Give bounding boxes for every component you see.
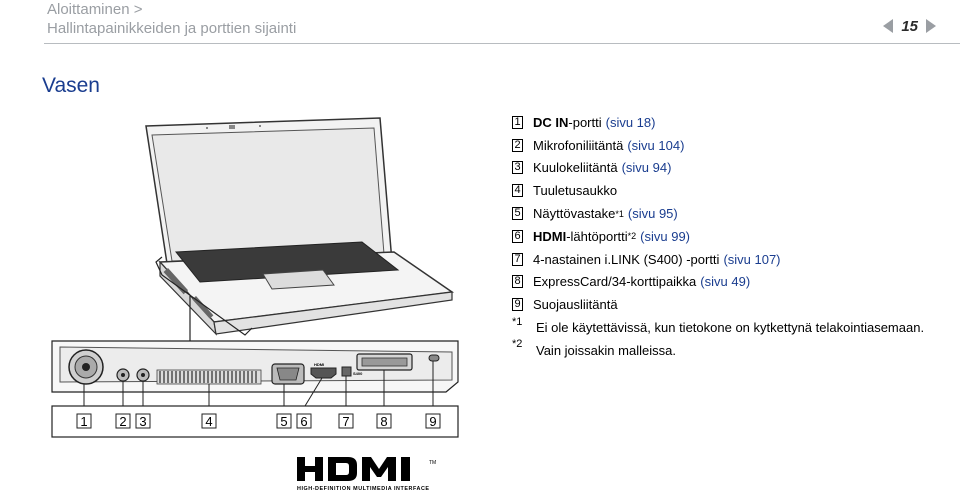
footnote-text: Ei ole käytettävissä, kun tietokone on k… bbox=[536, 320, 925, 336]
previous-page-icon[interactable] bbox=[883, 19, 894, 33]
item-number: 2 bbox=[512, 138, 523, 152]
callout-label: 9 bbox=[429, 414, 436, 429]
item-name: Mikrofoniliitäntä bbox=[533, 137, 624, 153]
port-list: 1 DC IN -portti (sivu 18) 2 Mikrofonilii… bbox=[512, 111, 952, 362]
item-name: Suojausliitäntä bbox=[533, 297, 618, 313]
item-name: ExpressCard/34-korttipaikka bbox=[533, 274, 697, 290]
item-number: 7 bbox=[512, 252, 523, 266]
trademark-mark: TM bbox=[429, 460, 436, 466]
highlight-bracket bbox=[155, 256, 253, 336]
page-navigation: 15 bbox=[883, 16, 936, 36]
footnote-mark: *1 bbox=[512, 315, 523, 328]
ilink-port-label: S400 bbox=[353, 371, 363, 376]
expresscard-slot-icon bbox=[356, 353, 413, 371]
list-item: 2 Mikrofoniliitäntä (sivu 104) bbox=[512, 134, 952, 157]
footnote-mark: *2 bbox=[512, 338, 523, 351]
page-link[interactable]: (sivu 94) bbox=[621, 160, 672, 176]
list-item: 4 Tuuletusaukko bbox=[512, 179, 952, 202]
page-link[interactable]: (sivu 18) bbox=[605, 114, 656, 130]
callout-labels: 1 2 3 4 5 6 7 8 9 bbox=[76, 413, 441, 429]
item-name: Kuulokeliitäntä bbox=[533, 160, 618, 176]
list-item: 5 Näyttövastake*1 (sivu 95) bbox=[512, 202, 952, 225]
security-slot-icon bbox=[428, 354, 440, 362]
item-name: HDMI bbox=[533, 228, 567, 244]
hdmi-logo: TM HIGH-DEFINITION MULTIMEDIA INTERFACE bbox=[297, 457, 436, 492]
breadcrumb-current[interactable]: Hallintapainikkeiden ja porttien sijaint… bbox=[47, 20, 297, 37]
footnote: *1 Ei ole käytettävissä, kun tietokone o… bbox=[512, 316, 952, 339]
list-item: 7 4-nastainen i.LINK (S400) -portti (siv… bbox=[512, 248, 952, 271]
callout-leaders bbox=[83, 361, 434, 407]
header-divider bbox=[44, 43, 960, 44]
keyboard bbox=[175, 241, 400, 283]
callout-label: 8 bbox=[380, 414, 387, 429]
item-number: 8 bbox=[512, 275, 523, 289]
item-name-rest: -lähtöportti bbox=[566, 228, 628, 244]
next-page-icon[interactable] bbox=[926, 19, 936, 33]
page-number: 15 bbox=[901, 17, 918, 35]
page-header: Aloittaminen > Hallintapainikkeiden ja p… bbox=[0, 0, 960, 44]
page-link[interactable]: (sivu 99) bbox=[640, 228, 691, 244]
logo-tagline: HIGH-DEFINITION MULTIMEDIA INTERFACE bbox=[297, 486, 429, 492]
list-item: 9 Suojausliitäntä bbox=[512, 293, 952, 316]
touchpad bbox=[262, 269, 335, 290]
list-item: 8 ExpressCard/34-korttipaikka (sivu 49) bbox=[512, 271, 952, 294]
item-name: DC IN bbox=[533, 114, 569, 130]
hdmi-port-icon: HDMI bbox=[310, 362, 337, 379]
footnote: *2 Vain joissakin malleissa. bbox=[512, 338, 952, 362]
footnote-text: Vain joissakin malleissa. bbox=[536, 342, 676, 358]
page-link[interactable]: (sivu 49) bbox=[700, 274, 751, 290]
item-number: 5 bbox=[512, 207, 523, 221]
side-panel-diagram: HDMI S400 bbox=[51, 340, 459, 393]
item-name: Näyttövastake bbox=[533, 206, 616, 222]
breadcrumb-parent[interactable]: Aloittaminen > bbox=[47, 1, 143, 18]
item-name: 4-nastainen i.LINK (S400) -portti bbox=[533, 251, 720, 267]
callout-label: 6 bbox=[300, 414, 307, 429]
laptop-lid bbox=[145, 117, 393, 271]
item-name: Tuuletusaukko bbox=[533, 183, 618, 199]
laptop-base bbox=[158, 241, 455, 336]
callout-label: 3 bbox=[139, 414, 146, 429]
callout-label: 1 bbox=[80, 414, 87, 429]
callout-label: 4 bbox=[205, 414, 212, 429]
callout-label: 7 bbox=[342, 414, 349, 429]
item-name-rest: -portti bbox=[568, 114, 602, 130]
webcam-icon bbox=[229, 125, 235, 129]
item-number: 4 bbox=[512, 184, 523, 198]
callout-label: 5 bbox=[280, 414, 287, 429]
list-item: 3 Kuulokeliitäntä (sivu 94) bbox=[512, 157, 952, 180]
item-number: 3 bbox=[512, 161, 523, 175]
list-item: 6 HDMI-lähtöportti*2 (sivu 99) bbox=[512, 225, 952, 248]
item-number: 9 bbox=[512, 298, 523, 312]
callout-label: 2 bbox=[119, 414, 126, 429]
page-link[interactable]: (sivu 107) bbox=[723, 251, 781, 267]
monitor-port-icon bbox=[271, 363, 305, 385]
section-title: Vasen bbox=[42, 74, 100, 97]
vent-grille bbox=[156, 369, 262, 385]
page-link[interactable]: (sivu 95) bbox=[627, 206, 678, 222]
callout-box bbox=[51, 405, 459, 438]
hdmi-port-label: HDMI bbox=[314, 362, 324, 367]
list-item: 1 DC IN -portti (sivu 18) bbox=[512, 111, 952, 134]
page-link[interactable]: (sivu 104) bbox=[627, 137, 685, 153]
item-number: 1 bbox=[512, 115, 523, 129]
item-number: 6 bbox=[512, 229, 523, 243]
breadcrumb: Aloittaminen > Hallintapainikkeiden ja p… bbox=[47, 0, 296, 38]
